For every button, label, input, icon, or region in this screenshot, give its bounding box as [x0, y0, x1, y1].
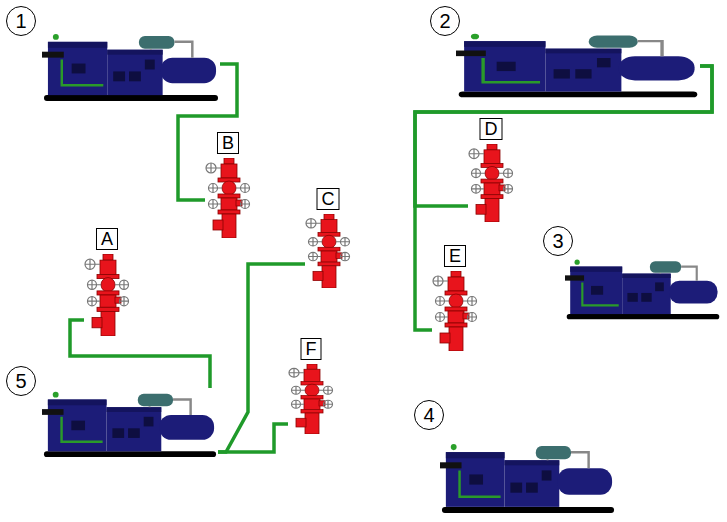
wellhead-label: F — [301, 338, 322, 360]
pump-drawing — [440, 440, 616, 516]
callout-number: 5 — [6, 366, 36, 396]
callout-number: 4 — [414, 400, 444, 430]
hose-line — [218, 264, 305, 452]
hose-line — [70, 320, 210, 388]
callout-number: 1 — [6, 6, 36, 36]
wellhead-drawing — [84, 254, 130, 336]
pump-drawing — [456, 30, 700, 100]
pump-drawing — [42, 30, 220, 104]
wellhead-label: B — [217, 132, 239, 154]
pump-unit: 2 — [456, 30, 700, 100]
wellhead: D — [468, 118, 514, 222]
pump-drawing — [42, 388, 218, 460]
wellhead: C — [305, 188, 351, 288]
wellhead-label: D — [480, 118, 503, 140]
hose-line — [218, 424, 288, 452]
wellhead-drawing — [305, 214, 351, 288]
pump-unit: 3 — [565, 256, 721, 322]
wellhead-label: A — [96, 228, 118, 250]
pump-unit: 5 — [42, 388, 218, 460]
wellhead: B — [205, 132, 251, 238]
wellhead: F — [288, 338, 334, 434]
pump-drawing — [565, 256, 721, 322]
wellhead-drawing — [205, 158, 251, 238]
wellhead-drawing — [432, 271, 478, 351]
wellhead-drawing — [468, 144, 514, 222]
pump-unit: 4 — [440, 440, 616, 516]
wellhead-label: C — [317, 188, 340, 210]
wellhead: E — [432, 245, 478, 351]
wellhead-label: E — [444, 245, 466, 267]
wellhead-drawing — [288, 364, 334, 434]
callout-number: 3 — [543, 226, 573, 256]
pump-unit: 1 — [42, 30, 220, 104]
wellhead: A — [84, 228, 130, 336]
callout-number: 2 — [430, 6, 460, 36]
